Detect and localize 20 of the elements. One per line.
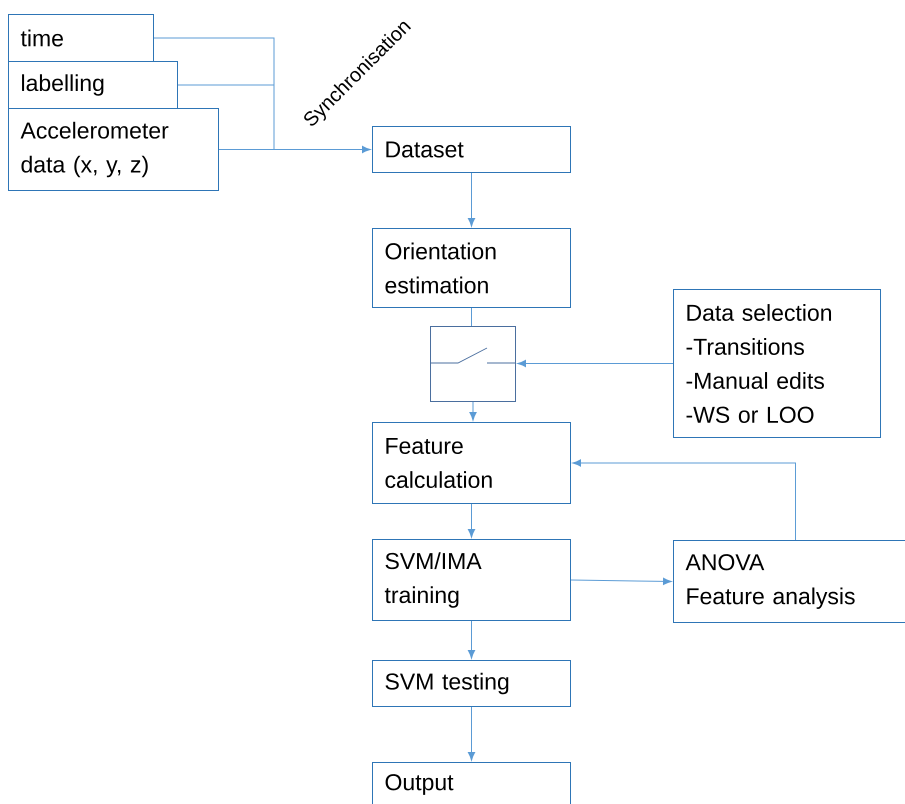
arrow — [572, 459, 796, 540]
arrow — [154, 38, 371, 154]
arrow — [469, 402, 477, 421]
process-box: labelling — [8, 61, 178, 109]
process-box: Dataset — [372, 126, 571, 173]
process-box: Data selection -Transitions -Manual edits -WS or LOO — [673, 289, 881, 438]
process-box: Feature calculation — [372, 422, 571, 504]
switch-box — [430, 326, 516, 402]
arrow — [468, 504, 476, 538]
process-box: time — [8, 14, 154, 62]
process-box: SVM/IMA training — [372, 539, 571, 621]
process-box: ANOVA Feature analysis — [673, 540, 905, 623]
arrow — [468, 620, 476, 659]
process-box: Orientation estimation — [372, 228, 571, 308]
arrow — [468, 706, 476, 761]
arrow — [468, 172, 476, 227]
process-box: SVM testing — [372, 660, 571, 707]
arrow — [570, 578, 672, 585]
process-box: Output — [372, 762, 571, 804]
arrow — [517, 360, 674, 368]
